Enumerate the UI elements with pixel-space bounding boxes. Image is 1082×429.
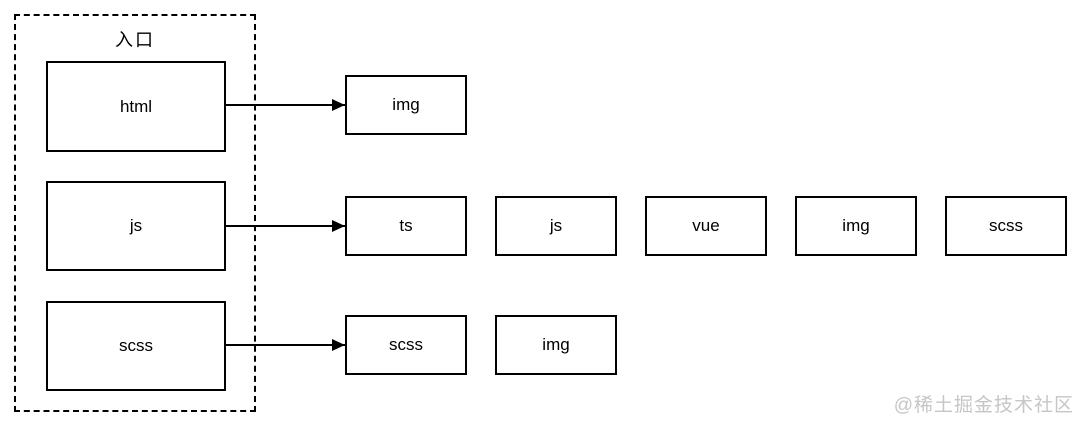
node-js-dep-ts: ts xyxy=(345,196,467,256)
node-entry-js: js xyxy=(46,181,226,271)
node-js-dep-js: js xyxy=(495,196,617,256)
arrow-js-to-ts xyxy=(226,220,345,232)
arrow-scss-to-scss xyxy=(226,339,345,351)
node-js-dep-scss: scss xyxy=(945,196,1067,256)
entry-group-title: 入口 xyxy=(115,30,155,50)
node-js-dep-img: img xyxy=(795,196,917,256)
node-js-dep-vue: vue xyxy=(645,196,767,256)
node-entry-html: html xyxy=(46,61,226,152)
node-scss-dep-scss: scss xyxy=(345,315,467,375)
node-html-dep-img: img xyxy=(345,75,467,135)
entry-group: 入口 xyxy=(14,14,256,412)
arrow-html-to-img xyxy=(226,99,345,111)
watermark: @稀土掘金技术社区 xyxy=(893,395,1074,416)
node-scss-dep-img: img xyxy=(495,315,617,375)
node-entry-scss: scss xyxy=(46,301,226,391)
